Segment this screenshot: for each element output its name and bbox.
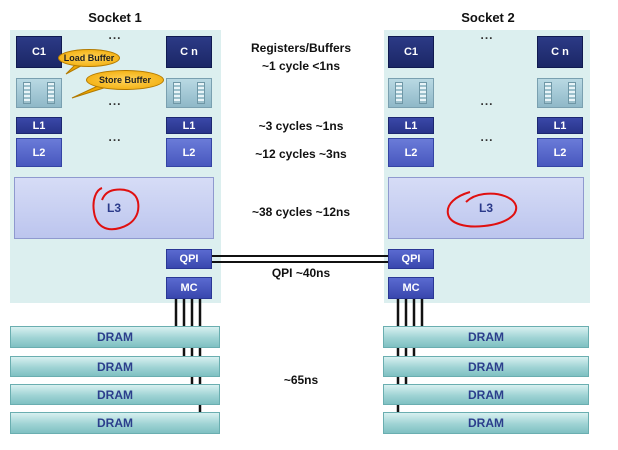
socket1-core-first: C1 — [16, 36, 62, 68]
socket2-l3-circle — [446, 191, 518, 228]
latency-dram: ~65ns — [283, 373, 319, 387]
latency-registers-title: Registers/Buffers — [250, 41, 352, 55]
socket2-dram-1: DRAM — [383, 326, 589, 348]
socket1-l1-last: L1 — [166, 117, 212, 134]
latency-l2: ~12 cycles ~3ns — [255, 147, 347, 161]
socket1-mc: MC — [166, 277, 212, 299]
socket1-dots-regs: ... — [108, 94, 122, 108]
socket1-dram-4: DRAM — [10, 412, 220, 434]
socket2-dots-l1: ... — [480, 130, 494, 144]
latency-qpi: QPI ~40ns — [271, 266, 331, 280]
socket1-l2-last: L2 — [166, 138, 212, 167]
socket1-l1-first: L1 — [16, 117, 62, 134]
socket1-l3-circle — [92, 187, 140, 231]
socket1-registers-first — [16, 78, 62, 108]
socket2-dram-3: DRAM — [383, 384, 589, 405]
store-buffer-bubble: Store Buffer — [86, 70, 164, 90]
latency-l1: ~3 cycles ~1ns — [258, 119, 344, 133]
socket2-l2-first: L2 — [388, 138, 434, 167]
socket1-dots-l1: ... — [108, 130, 122, 144]
socket2-title: Socket 2 — [461, 10, 515, 25]
socket2-l2-last: L2 — [537, 138, 583, 167]
load-buffer-bubble: Load Buffer — [58, 49, 120, 67]
socket1-dram-1: DRAM — [10, 326, 220, 348]
socket2-l1-first: L1 — [388, 117, 434, 134]
socket1-dram-2: DRAM — [10, 356, 220, 377]
socket2-dram-2: DRAM — [383, 356, 589, 377]
socket2-registers-last — [537, 78, 583, 108]
socket2-dots-regs: ... — [480, 94, 494, 108]
socket2-l3: L3 — [388, 177, 584, 239]
socket1-l2-first: L2 — [16, 138, 62, 167]
socket2-mc: MC — [388, 277, 434, 299]
socket2-core-last: C n — [537, 36, 583, 68]
socket1-registers-last — [166, 78, 212, 108]
socket2-dram-4: DRAM — [383, 412, 589, 434]
socket1-core-last: C n — [166, 36, 212, 68]
socket1-dots-top: ... — [108, 28, 122, 42]
socket2-dots-top: ... — [480, 28, 494, 42]
latency-registers: ~1 cycle <1ns — [261, 59, 341, 73]
socket2-registers-first — [388, 78, 434, 108]
latency-l3: ~38 cycles ~12ns — [251, 205, 351, 219]
socket2-qpi: QPI — [388, 249, 434, 269]
socket2-core-first: C1 — [388, 36, 434, 68]
socket2-l1-last: L1 — [537, 117, 583, 134]
socket1-qpi: QPI — [166, 249, 212, 269]
socket1-dram-3: DRAM — [10, 384, 220, 405]
socket1-title: Socket 1 — [88, 10, 142, 25]
